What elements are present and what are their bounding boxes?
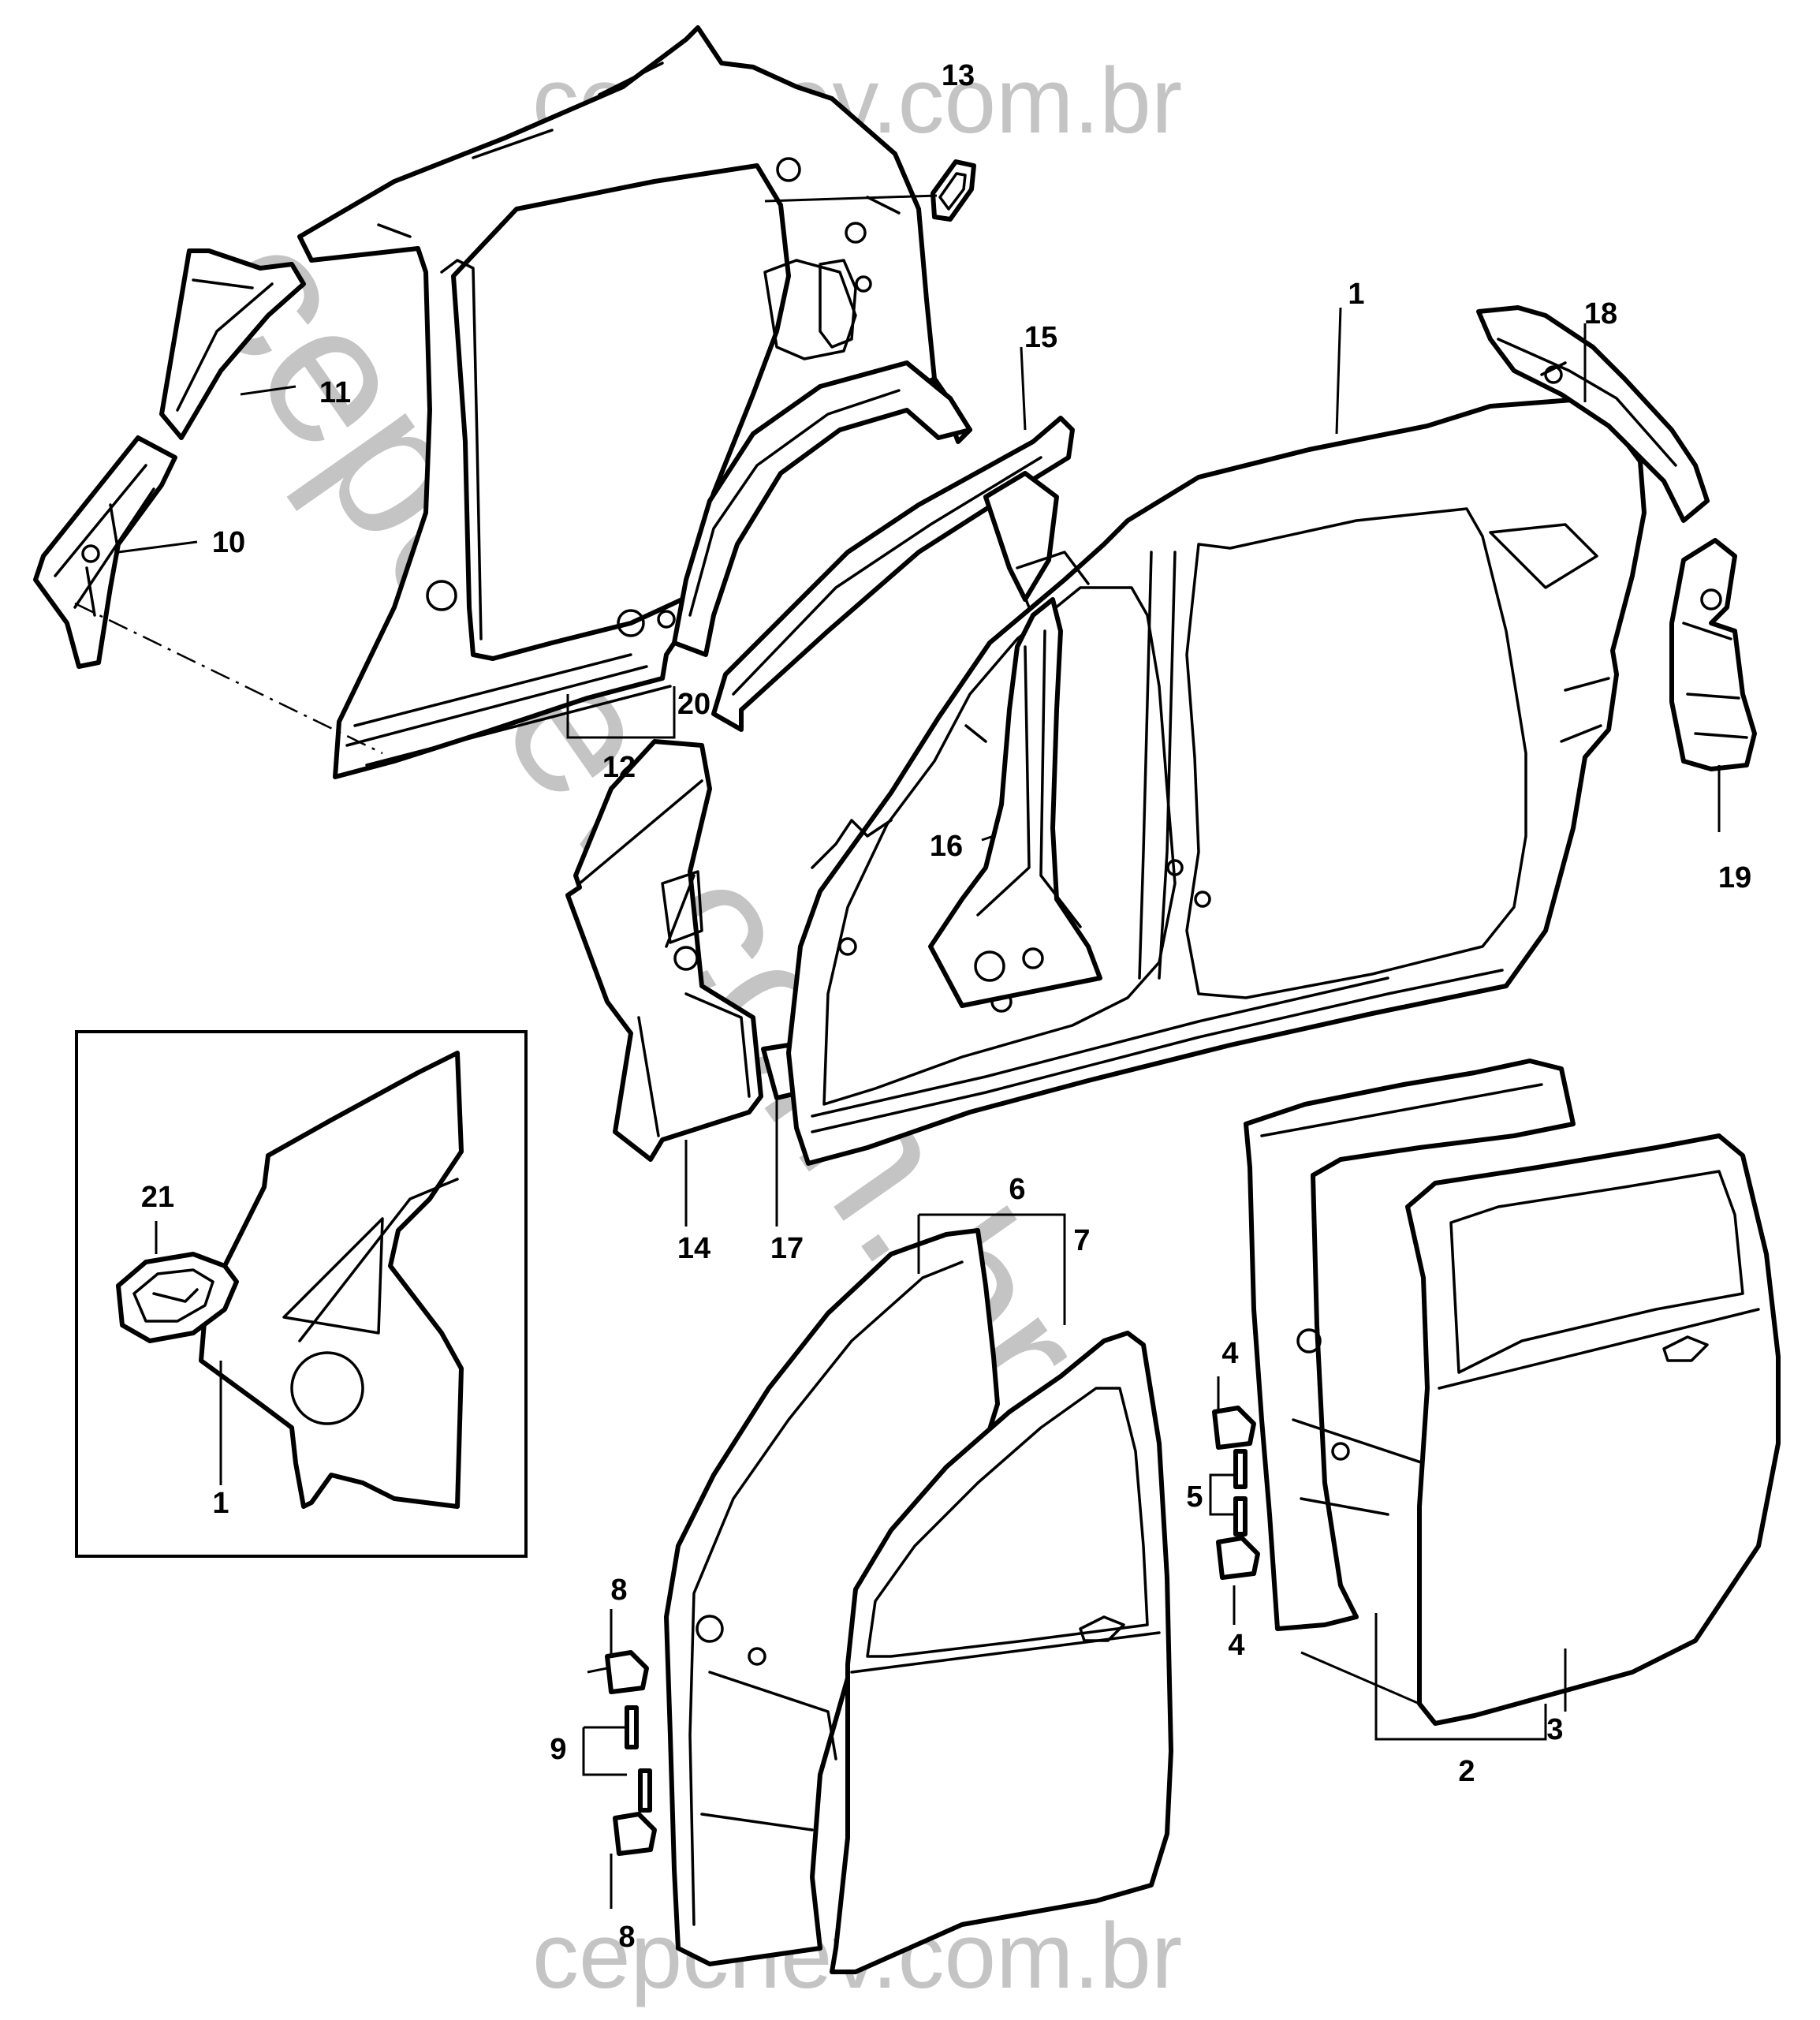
- callout-2: 2: [1458, 1755, 1475, 1788]
- callout-18: 18: [1584, 297, 1617, 330]
- callout-1: 1: [1348, 278, 1364, 311]
- part-5-rear-hinge-pins: [1233, 1449, 1248, 1536]
- callout-4-upper: 4: [1221, 1337, 1238, 1370]
- callout-14: 14: [677, 1232, 710, 1265]
- part-8-front-door-hinge-upper: [605, 1650, 649, 1694]
- part-3-rear-door-outer: [1405, 1133, 1781, 1726]
- callout-1-inset: 1: [212, 1487, 229, 1520]
- part-12-inner-side-panel: [297, 25, 972, 779]
- callout-9: 9: [550, 1733, 566, 1766]
- callout-11: 11: [319, 376, 351, 409]
- part-4-rear-door-hinge-upper: [1212, 1406, 1256, 1450]
- part-11-roof-rail-front: [159, 248, 306, 440]
- callout-7: 7: [1073, 1224, 1090, 1257]
- part-6-front-door-shell: [664, 1228, 1000, 1966]
- callout-labels: 13 11 10 20 12 15 1 18 19 16 14 17 6 7 2…: [141, 59, 1751, 1954]
- part-16-b-pillar-inner: [928, 597, 1102, 1008]
- part-15-roof-rail-inner: [711, 416, 1075, 732]
- callout-19: 19: [1718, 861, 1751, 894]
- inset-quarter-panel: [199, 1051, 464, 1509]
- part-10-pillar-reinforcement: [33, 435, 177, 669]
- part-9-front-hinge-pins: [625, 1705, 652, 1813]
- callout-8-lower: 8: [618, 1921, 635, 1954]
- callout-5: 5: [1186, 1480, 1203, 1514]
- inset-frame-fuel-door: [75, 1030, 528, 1558]
- part-14-lower-front-pillar: [565, 739, 763, 1162]
- part-2-rear-door-shell: [1244, 1059, 1576, 1631]
- callout-12: 12: [602, 751, 636, 784]
- callout-13: 13: [942, 59, 975, 92]
- callout-21: 21: [141, 1181, 174, 1214]
- part-21-fuel-door: [116, 1252, 239, 1343]
- part-7-front-door-outer: [830, 1331, 1173, 1974]
- part-20-wheelhouse-arch: [672, 360, 972, 657]
- callout-4-lower: 4: [1228, 1629, 1244, 1662]
- callout-6: 6: [1009, 1173, 1025, 1206]
- part-18-rear-upper-reinforcement: [1476, 305, 1710, 523]
- leader-lines: [74, 194, 1721, 1909]
- callout-17: 17: [770, 1232, 804, 1265]
- part-13-oval-plug: [931, 159, 976, 222]
- part-8-front-door-hinge-lower: [613, 1812, 657, 1856]
- callout-8-upper: 8: [610, 1574, 627, 1607]
- part-4-rear-door-hinge-lower: [1216, 1536, 1260, 1580]
- callout-20: 20: [677, 688, 710, 721]
- part-19-rear-lower-reinforcement: [1669, 538, 1757, 771]
- callout-10: 10: [212, 526, 245, 559]
- callout-16: 16: [930, 830, 963, 863]
- callout-3: 3: [1546, 1713, 1563, 1746]
- callout-15: 15: [1024, 321, 1057, 354]
